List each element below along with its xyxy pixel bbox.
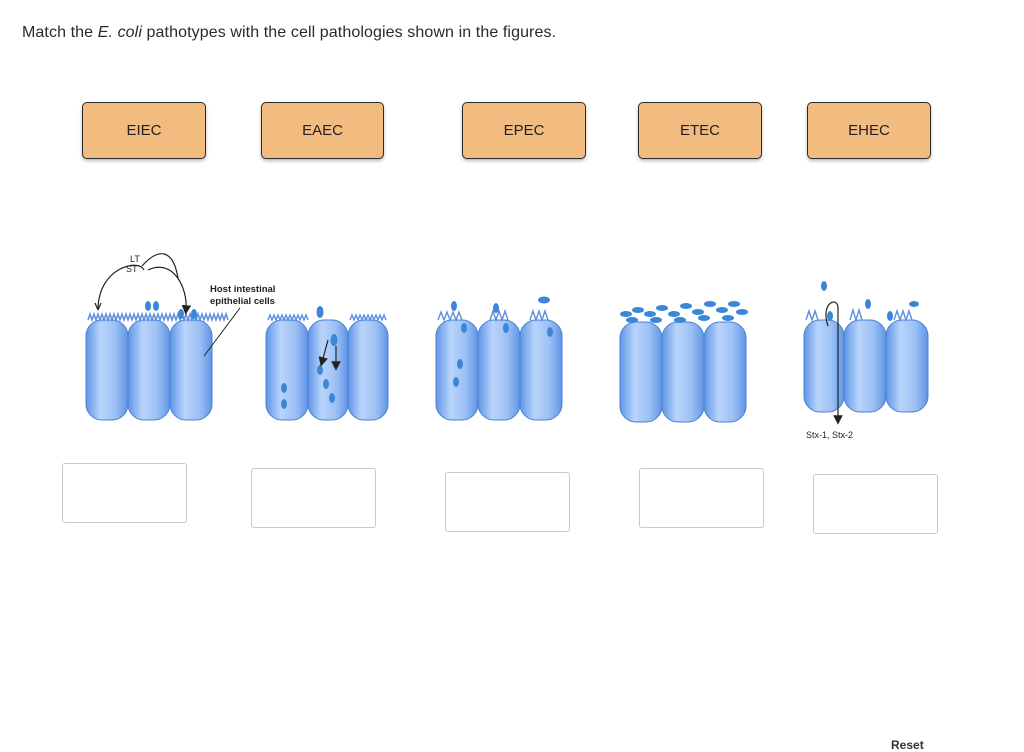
chip-etec[interactable]: ETEC	[638, 102, 762, 159]
dropzone-5[interactable]	[813, 474, 938, 534]
figure-1: LT ST Host intestinal epithelial cells	[85, 253, 275, 421]
label-st: ST	[126, 264, 138, 274]
question-suffix: pathotypes with the cell pathologies sho…	[141, 24, 557, 41]
dropzone-2[interactable]	[251, 468, 376, 528]
chip-epec[interactable]: EPEC	[462, 102, 586, 159]
reset-button[interactable]: Reset	[891, 738, 924, 752]
figure-3	[435, 296, 563, 421]
chip-eaec[interactable]: EAEC	[261, 102, 384, 159]
figure-4	[619, 301, 748, 423]
question-organism: E. coli	[97, 24, 142, 41]
figure-5: Stx-1, Stx-2	[803, 281, 929, 440]
question-prefix: Match the	[22, 24, 98, 41]
label-host-cells-1: Host intestinal	[210, 284, 275, 295]
dropzone-1[interactable]	[62, 463, 187, 523]
label-toxins: Stx-1, Stx-2	[806, 430, 853, 440]
dropzone-4[interactable]	[639, 468, 764, 528]
epithelial-cells	[85, 311, 229, 421]
chip-eiec[interactable]: EIEC	[82, 102, 206, 159]
question-text: Match the E. coli pathotypes with the ce…	[22, 24, 556, 42]
dropzone-3[interactable]	[445, 472, 570, 532]
chip-ehec[interactable]: EHEC	[807, 102, 931, 159]
figure-2	[265, 306, 389, 421]
label-lt: LT	[130, 254, 140, 264]
label-host-cells-2: epithelial cells	[210, 296, 275, 307]
